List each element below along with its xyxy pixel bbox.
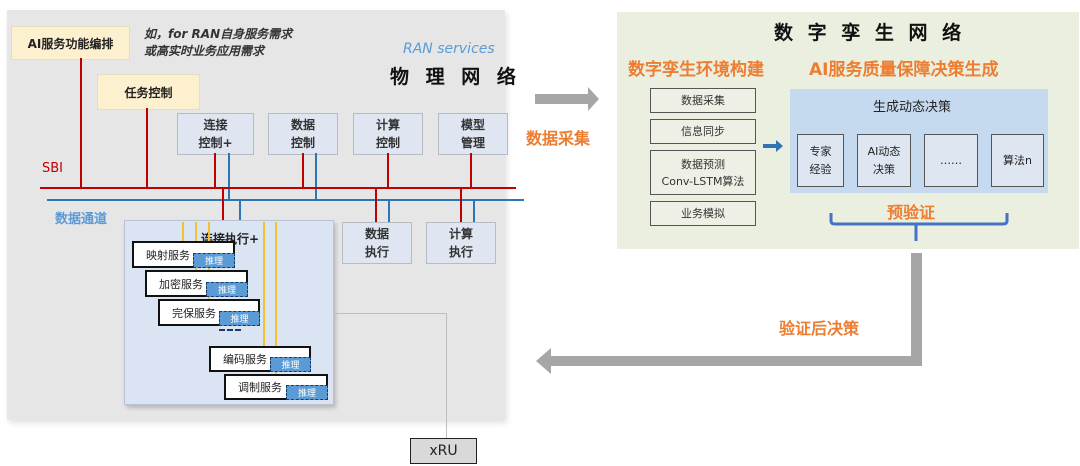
xru-link-horizontal — [333, 313, 447, 314]
model-management-sbi-link — [470, 153, 472, 187]
data-collection-arrow-icon — [535, 87, 599, 111]
inference-tag-label: 推理 — [297, 389, 316, 399]
requirement-note-line2: 或高实时业务应用需求 — [144, 44, 265, 58]
data-exec-sbi-link — [375, 187, 377, 223]
inference-tag-label: 推理 — [217, 286, 236, 296]
data-execution-box: 数据 执行 — [342, 222, 412, 264]
decision-more-ellipsis: …… — [924, 134, 978, 187]
compute-exec-data-link — [473, 199, 475, 223]
env-step-label: 数据采集 — [681, 94, 725, 107]
task-control-label: 任务控制 — [124, 85, 173, 100]
task-control-box: 任务控制 — [97, 74, 200, 110]
inference-tag: 推理 — [219, 311, 260, 326]
stacked-more-indicator — [219, 326, 241, 331]
orchestration-sbi-link — [80, 58, 82, 187]
inference-tag: 推理 — [193, 253, 235, 268]
data-exec-data-link — [388, 199, 390, 223]
inference-tag: 推理 — [270, 357, 311, 372]
pre-verification-brace-icon — [829, 213, 1009, 226]
connection-control-label: 连接 控制+ — [198, 118, 233, 150]
integrity-service-box: 完保服务 — [158, 299, 260, 326]
service-link-5 — [275, 222, 277, 377]
env-step-label: 数据预测 Conv-LSTM算法 — [661, 157, 745, 188]
inference-tag: 推理 — [286, 385, 328, 400]
xru-link-vertical — [446, 313, 447, 439]
compute-execution-box: 计算 执行 — [426, 222, 496, 264]
ran-services-label: RAN services — [403, 41, 495, 57]
model-management-box: 模型 管理 — [438, 113, 508, 155]
inference-tag-label: 推理 — [281, 361, 300, 371]
decision-ai-dynamic: AI动态 决策 — [857, 134, 911, 187]
service-link-1 — [182, 222, 184, 242]
inference-tag-label: 推理 — [204, 257, 223, 267]
decision-return-arrow-icon — [536, 253, 922, 374]
decision-item-label: …… — [940, 153, 962, 167]
data-collection-label: 数据采集 — [526, 129, 591, 148]
env-step-label: 信息同步 — [681, 125, 725, 138]
pre-verification-label: 预验证 — [887, 203, 936, 222]
compute-exec-sbi-link — [460, 187, 462, 223]
connection-control-data-link — [228, 153, 230, 199]
data-control-data-link — [315, 153, 317, 199]
compute-control-label: 计算 控制 — [375, 118, 400, 150]
xru-label: xRU — [429, 443, 458, 459]
connection-control-box: 连接 控制+ — [177, 113, 254, 155]
env-step-label: 业务模拟 — [681, 207, 725, 220]
dynamic-decision-title: 生成动态决策 — [873, 100, 952, 115]
env-step-data-prediction: 数据预测 Conv-LSTM算法 — [650, 150, 756, 195]
modulation-service-label: 调制服务 — [238, 381, 282, 394]
xru-box: xRU — [410, 438, 477, 464]
data-control-label: 数据 控制 — [290, 118, 315, 150]
env-step-service-simulation: 业务模拟 — [650, 201, 756, 226]
data-channel-bus — [47, 199, 524, 201]
encryption-service-label: 加密服务 — [159, 277, 203, 291]
decision-item-label: 算法n — [1003, 153, 1032, 167]
ai-service-orchestration-box: AI服务功能编排 — [11, 26, 130, 60]
qos-decision-heading: AI服务质量保障决策生成 — [809, 60, 999, 80]
compute-execution-label: 计算 执行 — [448, 227, 473, 259]
ai-service-orchestration-label: AI服务功能编排 — [27, 36, 114, 51]
data-execution-label: 数据 执行 — [364, 227, 389, 259]
decision-algorithm-n: 算法n — [991, 134, 1044, 187]
service-link-4 — [263, 222, 265, 347]
twin-environment-heading: 数字孪生环境构建 — [628, 60, 764, 80]
inference-tag: 推理 — [206, 282, 248, 297]
compute-control-sbi-link — [387, 153, 389, 187]
post-verification-decision-label: 验证后决策 — [779, 319, 860, 338]
connection-exec-data-link — [239, 199, 241, 220]
mapping-service-label: 映射服务 — [146, 248, 190, 262]
requirement-note-line1: 如，for RAN自身服务需求 — [144, 27, 293, 41]
integrity-service-label: 完保服务 — [172, 306, 216, 320]
digital-twin-title: 数 字 孪 生 网 络 — [774, 22, 966, 44]
env-to-decision-arrow-icon — [763, 140, 783, 152]
env-step-info-sync: 信息同步 — [650, 119, 756, 144]
inference-tag-label: 推理 — [230, 315, 249, 325]
sbi-bus — [40, 187, 516, 189]
data-control-box: 数据 控制 — [268, 113, 338, 155]
task-control-sbi-link — [146, 108, 148, 187]
connection-exec-sbi-link — [222, 187, 224, 220]
data-channel-label: 数据通道 — [55, 212, 108, 227]
coding-service-label: 编码服务 — [223, 353, 267, 366]
physical-network-title: 物 理 网 络 — [390, 66, 521, 88]
env-step-data-collection: 数据采集 — [650, 88, 756, 113]
model-management-label: 模型 管理 — [460, 118, 485, 150]
requirement-note: 如，for RAN自身服务需求 或高实时业务应用需求 — [144, 26, 292, 60]
data-control-sbi-link — [302, 153, 304, 187]
sbi-label: SBI — [42, 161, 64, 176]
decision-item-label: AI动态 决策 — [867, 144, 901, 176]
decision-expert-experience: 专家 经验 — [797, 134, 844, 187]
decision-item-label: 专家 经验 — [809, 144, 832, 176]
connection-control-sbi-link — [214, 153, 216, 187]
